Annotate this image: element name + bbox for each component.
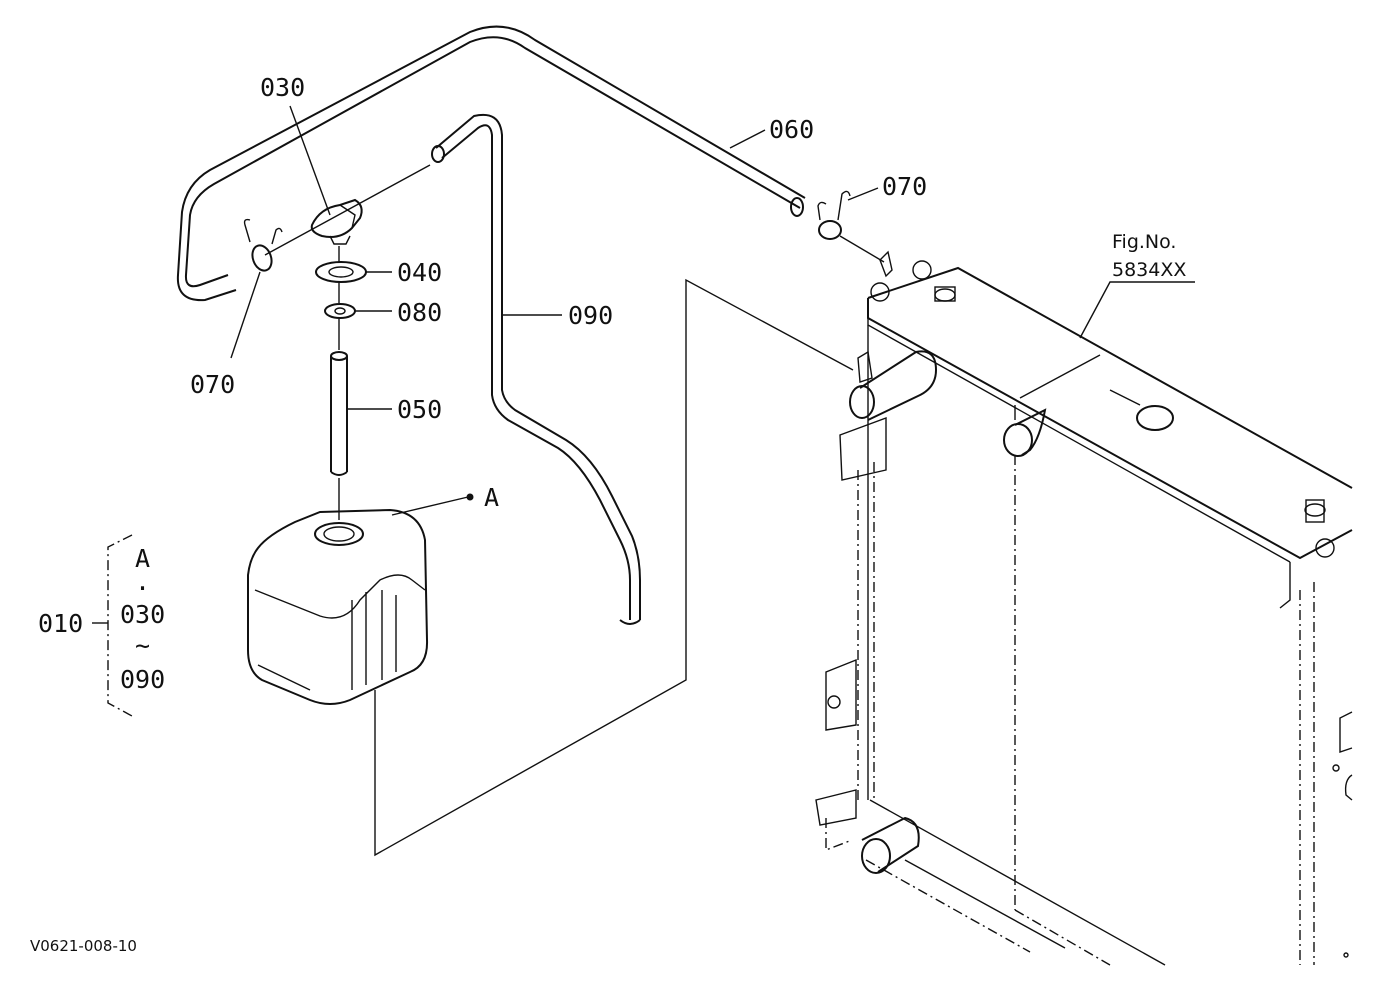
- assembly-item-tilde: ~: [135, 631, 150, 660]
- label-090: 090: [568, 301, 613, 330]
- gasket-040: [315, 261, 367, 283]
- label-060: 060: [769, 115, 814, 144]
- label-080: 080: [397, 298, 442, 327]
- assembly-item-A: A: [135, 544, 150, 573]
- label-070-left: 070: [190, 370, 235, 399]
- label-070-right: 070: [882, 172, 927, 201]
- leader-lines: [230, 105, 1195, 516]
- clamp-070-right: [817, 190, 851, 240]
- radiator-assembly: [815, 250, 1353, 966]
- reservoir-tank: [247, 508, 429, 705]
- hose-060: [176, 25, 806, 302]
- pipe-050: [330, 351, 348, 476]
- label-010: 010: [38, 609, 83, 638]
- label-030: 030: [260, 73, 305, 102]
- assembly-item-090: 090: [120, 665, 165, 694]
- assembly-010: 010 A · 030 ~ 090: [38, 534, 165, 717]
- figure-ref-line1: Fig.No.: [1112, 231, 1176, 253]
- washer-080: [324, 303, 356, 319]
- figure-ref-line2: 5834XX: [1112, 259, 1186, 281]
- assembly-item-dot: ·: [135, 574, 150, 603]
- connection-lines: [374, 235, 885, 857]
- drawing-id: V0621-008-10: [30, 937, 137, 955]
- label-050: 050: [397, 395, 442, 424]
- hose-090: [431, 113, 641, 625]
- label-040: 040: [397, 258, 442, 287]
- cap-030: [310, 198, 363, 245]
- assembly-item-030: 030: [120, 600, 165, 629]
- label-A: A: [484, 483, 499, 512]
- clamp-070-left: [243, 218, 283, 272]
